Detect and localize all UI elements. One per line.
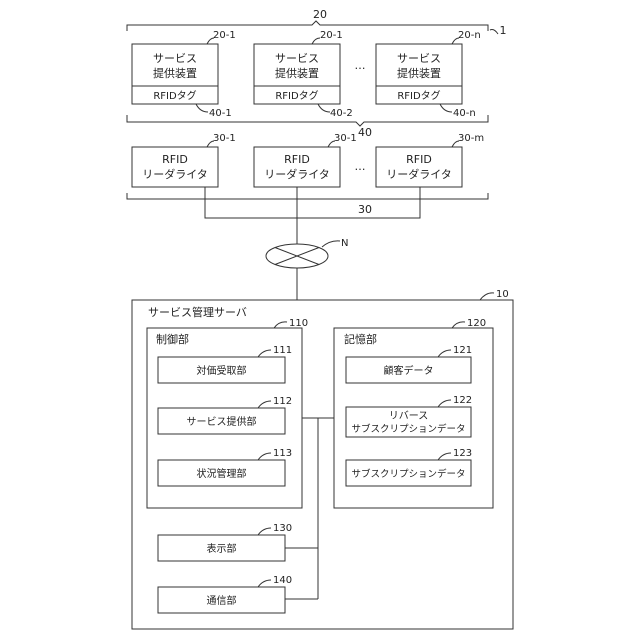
network-label-leader xyxy=(322,241,340,247)
service-device-label-line1: サービス xyxy=(153,52,197,65)
network-label: N xyxy=(341,238,348,249)
reverse-subscription-data-number: 122 xyxy=(453,395,472,406)
tag-group-number: 40 xyxy=(358,126,372,139)
device-number: 20-1 xyxy=(213,30,236,41)
rfid-tag-label: RFIDタグ xyxy=(397,89,440,102)
network-node: N xyxy=(266,238,348,268)
service-device-label-line2: 提供装置 xyxy=(397,66,441,80)
display-unit-number: 130 xyxy=(273,523,292,534)
payment-receiving-unit-number: 111 xyxy=(273,345,292,356)
service-providing-unit-number: 112 xyxy=(273,396,292,407)
service-group-brace xyxy=(127,21,488,31)
reverse-subscription-data-label-line2: サブスクリプションデータ xyxy=(351,423,465,435)
reader-ellipsis: … xyxy=(355,160,366,173)
tag-number-leader xyxy=(318,104,330,112)
device-number: 20-n xyxy=(458,30,481,41)
service-device-label-line2: 提供装置 xyxy=(153,66,197,80)
reader-label-line1: RFID xyxy=(406,153,432,166)
rfid-tag-label: RFIDタグ xyxy=(153,89,196,102)
reader-2: RFID リーダライタ 30-1 xyxy=(254,133,357,187)
reader-label-line1: RFID xyxy=(284,153,310,166)
status-management-unit-number: 113 xyxy=(273,448,292,459)
service-device-2: サービス 提供装置 RFIDタグ 20-1 40-2 xyxy=(254,30,353,119)
storage-unit-number: 120 xyxy=(467,318,486,329)
reader-number: 30-m xyxy=(458,133,484,144)
reader-group-number: 30 xyxy=(358,203,372,216)
subscription-data-number: 123 xyxy=(453,448,472,459)
system-number-leader xyxy=(490,30,498,35)
system-number: 1 xyxy=(500,24,507,37)
rfid-tag-label: RFIDタグ xyxy=(275,89,318,102)
device-number: 20-1 xyxy=(320,30,343,41)
device-number-leader xyxy=(312,38,320,44)
reader-m: RFID リーダライタ 30-m xyxy=(376,133,484,187)
subscription-data-label: サブスクリプションデータ xyxy=(351,468,465,480)
reader-number: 30-1 xyxy=(334,133,357,144)
payment-receiving-unit-label: 対価受取部 xyxy=(197,364,247,377)
server-title: サービス管理サーバ xyxy=(148,305,247,319)
reader-label-line2: リーダライタ xyxy=(142,167,208,181)
reverse-subscription-data-label-line1: リバース xyxy=(389,410,429,422)
control-unit-number: 110 xyxy=(289,318,308,329)
customer-data-label: 顧客データ xyxy=(384,364,434,377)
tag-group-brace xyxy=(127,115,488,126)
tag-number: 40-n xyxy=(453,108,476,119)
service-device-label-line1: サービス xyxy=(275,52,319,65)
tag-number: 40-1 xyxy=(209,108,232,119)
control-unit-title: 制御部 xyxy=(156,332,189,346)
service-device-ellipsis: … xyxy=(355,59,366,72)
reader-group-brace xyxy=(127,193,488,199)
service-group-number: 20 xyxy=(313,8,327,21)
storage-unit-title: 記憶部 xyxy=(344,332,377,346)
service-providing-unit-label: サービス提供部 xyxy=(187,415,257,428)
reader-1: RFID リーダライタ 30-1 xyxy=(132,133,236,187)
service-device-n: サービス 提供装置 RFIDタグ 20-n 40-n xyxy=(376,30,481,119)
display-unit-label: 表示部 xyxy=(207,542,237,555)
tag-number: 40-2 xyxy=(330,108,353,119)
service-device-label-line1: サービス xyxy=(397,52,441,65)
storage-unit: 記憶部 120 顧客データ 121 リバース サブスクリプションデータ 122 … xyxy=(334,318,493,508)
status-management-unit-label: 状況管理部 xyxy=(197,467,247,480)
service-management-server: サービス管理サーバ 10 制御部 110 対価受取部 111 サービス提供部 1… xyxy=(132,289,513,629)
tag-number-leader xyxy=(440,104,452,112)
reader-label-line2: リーダライタ xyxy=(264,167,330,181)
service-device-label-line2: 提供装置 xyxy=(275,66,319,80)
communication-unit-number: 140 xyxy=(273,575,292,586)
service-device-1: サービス 提供装置 RFIDタグ 20-1 40-1 xyxy=(132,30,236,119)
control-unit: 制御部 110 対価受取部 111 サービス提供部 112 状況管理部 113 xyxy=(147,318,308,508)
communication-unit-label: 通信部 xyxy=(207,594,237,607)
reader-label-line2: リーダライタ xyxy=(386,167,452,181)
tag-number-leader xyxy=(196,104,208,112)
server-number-leader xyxy=(480,293,494,300)
customer-data-number: 121 xyxy=(453,345,472,356)
reader-label-line1: RFID xyxy=(162,153,188,166)
server-number: 10 xyxy=(496,289,509,300)
reader-number: 30-1 xyxy=(213,133,236,144)
reader-connections xyxy=(205,187,420,244)
